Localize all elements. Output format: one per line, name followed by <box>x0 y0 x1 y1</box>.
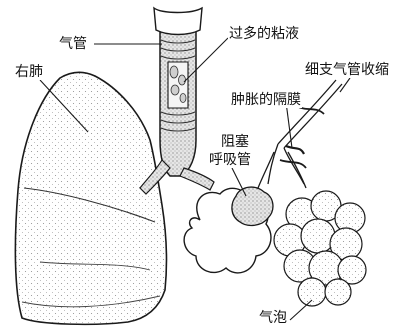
label-blocked-bronchiole-line1: 阻塞 <box>220 134 250 150</box>
label-alveoli: 气泡 <box>258 310 288 326</box>
lung-outline <box>15 72 166 324</box>
label-trachea: 气管 <box>58 36 88 52</box>
left-main-bronchus <box>180 168 214 190</box>
right-lung <box>15 72 166 324</box>
label-bronchiole-constriction: 细支气管收缩 <box>304 62 390 78</box>
label-swollen-membrane: 肿胀的隔膜 <box>230 92 302 108</box>
label-blocked-bronchiole-line2: 呼吸管 <box>208 152 252 168</box>
alveoli-cluster <box>274 191 366 306</box>
leader-swollen-membrane <box>286 102 292 148</box>
leader-alveoli <box>290 300 312 320</box>
label-right-lung: 右肺 <box>14 64 44 80</box>
blocked-bronchiole-plug <box>232 187 273 225</box>
larynx-top <box>154 8 202 35</box>
label-excess-mucus: 过多的粘液 <box>228 26 300 42</box>
